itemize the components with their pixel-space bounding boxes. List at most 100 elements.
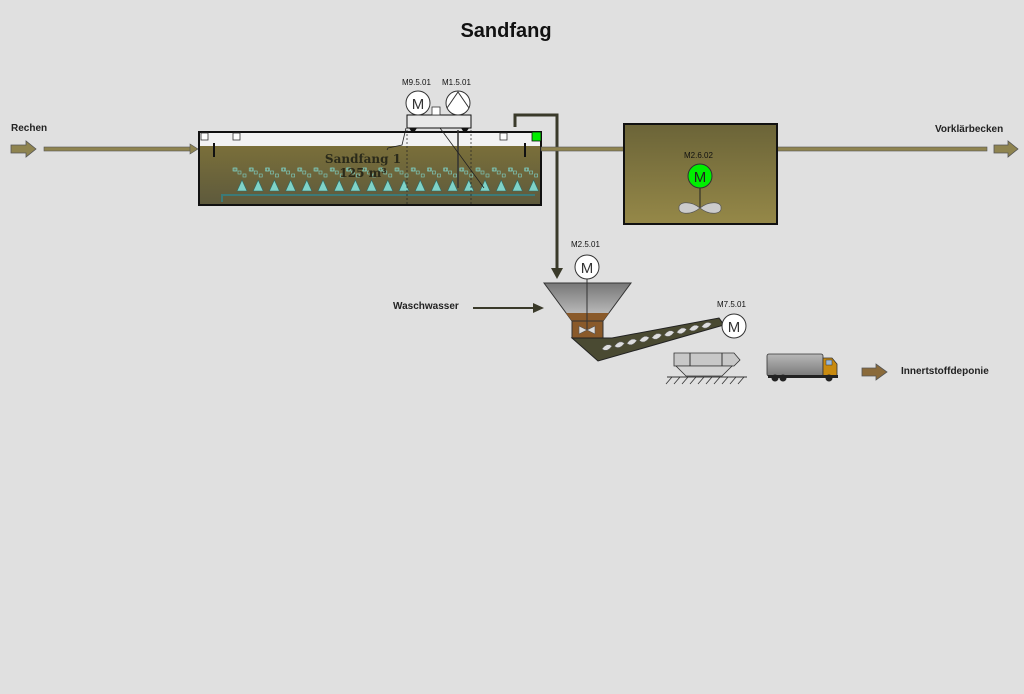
air-bubble xyxy=(460,167,465,172)
air-bubble xyxy=(356,173,360,178)
blower-motor-id: M9.5.01 xyxy=(402,78,431,87)
outlet-label: Vorklärbecken xyxy=(935,124,1004,135)
diffuser-icon xyxy=(301,179,313,192)
air-bubble xyxy=(509,167,513,172)
svg-text:M: M xyxy=(694,169,707,186)
ground-hatch xyxy=(729,376,737,385)
agitator-motor-icon[interactable]: M xyxy=(687,163,713,189)
air-bubble xyxy=(415,170,420,175)
air-bubble xyxy=(298,167,303,172)
sand-trap-volume: 125 m³ xyxy=(339,166,387,180)
diffuser-icon xyxy=(430,179,442,192)
air-bubble xyxy=(432,170,436,175)
aeration-diffusers xyxy=(232,167,540,192)
inlet-label: Rechen xyxy=(11,123,48,134)
screw-conveyor[interactable] xyxy=(570,317,725,362)
ground-hatch xyxy=(705,376,713,385)
air-bubble xyxy=(464,170,469,175)
ground-hatch xyxy=(689,376,697,385)
pump-motor-id: M1.5.01 xyxy=(442,78,471,87)
air-bubble xyxy=(351,170,355,175)
inlet-pipe xyxy=(43,143,199,155)
air-bubble xyxy=(270,170,274,175)
disposal-arrow-icon xyxy=(861,363,888,381)
air-bubble xyxy=(286,170,290,175)
pump-icon[interactable] xyxy=(445,90,471,116)
diffuser-icon xyxy=(398,179,410,192)
air-bubble xyxy=(330,167,335,172)
air-bubble xyxy=(513,170,517,175)
air-bubble xyxy=(249,167,254,172)
air-bubble xyxy=(485,173,490,178)
screw-blade xyxy=(676,327,688,335)
air-bubble xyxy=(411,167,416,172)
wash-water-label: Waschwasser xyxy=(393,301,459,312)
screw-blade xyxy=(688,324,700,332)
air-bubble xyxy=(529,170,533,175)
sand-container xyxy=(665,352,747,385)
diffuser-icon xyxy=(511,179,523,192)
air-bubble xyxy=(395,167,400,172)
inlet-arrow-icon xyxy=(10,140,37,158)
diffuser-icon xyxy=(414,179,426,192)
air-bubble xyxy=(428,167,432,172)
classifier-motor-id: M2.5.01 xyxy=(571,240,600,249)
air-bubble xyxy=(480,170,485,175)
air-bubble xyxy=(492,167,497,172)
air-bubble xyxy=(420,173,425,178)
diffuser-icon xyxy=(528,179,540,192)
air-bubble xyxy=(302,170,307,175)
ground-hatch xyxy=(721,376,729,385)
status-indicator xyxy=(531,131,542,142)
page-title: Sandfang xyxy=(460,20,552,42)
diffuser-icon xyxy=(285,179,297,192)
air-bubble xyxy=(379,167,384,172)
screw-motor-icon[interactable]: M xyxy=(721,313,747,339)
sand-trap-tank[interactable] xyxy=(198,127,542,206)
diffuser-icon xyxy=(236,179,248,192)
diffuser-icon xyxy=(252,179,264,192)
classifier-motor-icon[interactable]: M xyxy=(574,254,600,280)
diffuser-icon xyxy=(463,179,475,192)
air-bubble xyxy=(518,173,522,178)
screw-blade xyxy=(701,322,712,329)
air-bubble xyxy=(258,173,263,178)
air-bubble xyxy=(275,173,279,178)
air-bubble xyxy=(399,170,404,175)
air-bubble xyxy=(444,167,448,172)
sand-trap-name: Sandfang 1 xyxy=(324,152,402,166)
air-bubble xyxy=(372,173,376,178)
air-bubble xyxy=(307,173,312,178)
ground-hatch xyxy=(665,376,673,385)
diffuser-icon xyxy=(349,179,361,192)
outlet-pipe xyxy=(776,146,988,152)
diffuser-icon xyxy=(382,179,394,192)
blower-motor-icon[interactable]: M xyxy=(405,90,431,116)
screw-blade xyxy=(601,344,613,351)
diffuser-icon xyxy=(447,179,459,192)
ground-hatch xyxy=(681,376,689,385)
screw-blade xyxy=(651,333,663,340)
sand-transfer-pipe xyxy=(513,113,563,279)
air-bubble xyxy=(282,167,286,172)
sand-classifier[interactable] xyxy=(543,279,632,339)
diffuser-icon xyxy=(495,179,507,192)
svg-text:M: M xyxy=(412,96,425,113)
ground-hatch xyxy=(697,376,705,385)
agitator-motor-id: M2.6.02 xyxy=(684,151,713,160)
air-bubble xyxy=(448,170,452,175)
air-bubble xyxy=(237,170,242,175)
screw-blade xyxy=(663,330,675,337)
air-bubble xyxy=(404,173,409,178)
air-bubble xyxy=(347,167,351,172)
screw-motor-id: M7.5.01 xyxy=(717,300,746,309)
air-bubble xyxy=(476,167,481,172)
air-bubble xyxy=(314,167,319,172)
outlet-arrow-icon xyxy=(993,140,1019,158)
travelling-bridge[interactable] xyxy=(406,106,472,131)
air-bubble xyxy=(367,170,371,175)
air-bubble xyxy=(388,173,393,178)
ground-hatch xyxy=(737,376,745,385)
truck-icon xyxy=(766,353,838,382)
